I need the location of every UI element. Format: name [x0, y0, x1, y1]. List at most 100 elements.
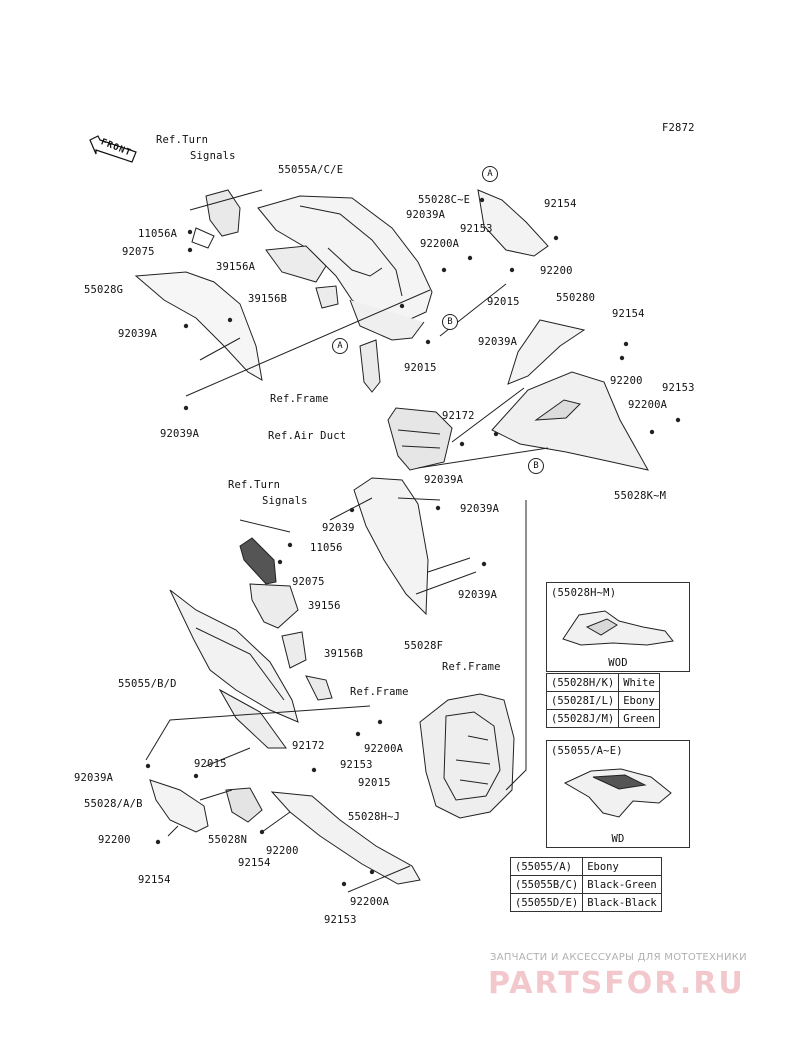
part-label: 92200A — [628, 399, 668, 411]
inset-wod-caption: (55028H~M) — [551, 587, 617, 599]
inset-wd: (55055/A~E) WD — [546, 740, 690, 848]
color-name: Ebony — [618, 691, 660, 710]
part-label: 92200 — [610, 375, 643, 387]
part-label: 92039A — [460, 503, 500, 515]
part-label: 55028C~E — [418, 194, 471, 206]
lower-cowling — [169, 589, 299, 723]
ref-turn-signals-upper-line2: Signals — [190, 150, 236, 162]
color-name: Black-Green — [582, 875, 662, 894]
color-table-row: (55055/A)Ebony — [509, 857, 662, 876]
part-code: (55055/A) — [509, 857, 584, 876]
inset-wod-title: WOD — [608, 657, 628, 669]
inset-wd-drawing — [563, 768, 672, 818]
ref-turn-signals-lower-line2: Signals — [262, 495, 308, 507]
part-code: (55028J/M) — [545, 709, 620, 728]
pad-39156a — [265, 245, 327, 283]
part-label: 92015 — [487, 296, 520, 308]
part-label: 55028G — [84, 284, 124, 296]
color-name: Green — [618, 709, 660, 728]
part-label: 92039A — [458, 589, 498, 601]
part-label: 92153 — [324, 914, 357, 926]
inner-panel-55028g — [134, 271, 263, 381]
part-label: 92039A — [406, 209, 446, 221]
part-label: 92154 — [238, 857, 271, 869]
color-table-55055: (55055/A)Ebony (55055B/C)Black-Green (55… — [509, 857, 662, 912]
lower-panel-55028ab — [149, 779, 209, 833]
part-label: 55028H~J — [348, 811, 401, 823]
part-label: 92075 — [292, 576, 325, 588]
color-table-row: (55055D/E)Black-Black — [509, 893, 662, 912]
part-label: 92200 — [266, 845, 299, 857]
side-panel-55028km — [491, 371, 649, 471]
pad-39156b-upper — [315, 285, 339, 309]
pad-39156b-lower — [281, 631, 307, 669]
part-label: 39156B — [248, 293, 288, 305]
part-label: 92154 — [138, 874, 171, 886]
turn-signal-lower — [239, 537, 277, 585]
part-label: 92039A — [74, 772, 114, 784]
part-label: 92015 — [404, 362, 437, 374]
part-label: 92200 — [540, 265, 573, 277]
color-table-row: (55055B/C)Black-Green — [509, 875, 662, 894]
part-label: 55028F — [404, 640, 444, 652]
inset-wod-drawing — [562, 610, 674, 646]
panel-550280 — [507, 319, 586, 385]
pad-39156-lower — [249, 583, 299, 629]
ref-air-duct: Ref.Air Duct — [268, 430, 347, 442]
part-label: 92039A — [424, 474, 464, 486]
bracket-55028n — [225, 787, 263, 823]
ref-frame-upper: Ref.Frame — [270, 393, 329, 405]
inset-wd-title: WD — [611, 833, 625, 845]
part-label: 92039A — [118, 328, 158, 340]
part-label: 92039 — [322, 522, 355, 534]
part-label: 92039A — [478, 336, 518, 348]
belly-pan-55028hj — [270, 791, 421, 885]
part-label: 92200 — [98, 834, 131, 846]
part-label: 92153 — [662, 382, 695, 394]
ref-frame-lower: Ref.Frame — [350, 686, 409, 698]
ref-turn-signals-lower-line1: Ref.Turn — [228, 479, 281, 491]
diagram-id: F2872 — [662, 122, 695, 134]
part-label: 55028/A/B — [84, 798, 143, 810]
part-label: 11056 — [310, 542, 343, 554]
ref-turn-signals-upper-line1: Ref.Turn — [156, 134, 209, 146]
inset-wd-caption: (55055/A~E) — [551, 745, 623, 757]
color-table-55028: (55028H/K)White (55028I/L)Ebony (55028J/… — [545, 673, 660, 728]
color-name: White — [618, 673, 660, 692]
part-label: 39156 — [308, 600, 341, 612]
part-label: 92015 — [194, 758, 227, 770]
front-direction-arrow: FRONT — [88, 134, 140, 164]
panel-55028f — [353, 477, 429, 616]
color-name: Ebony — [582, 857, 662, 876]
part-label: 55028K~M — [614, 490, 667, 502]
part-label: 55055A/C/E — [278, 164, 344, 176]
part-label: 39156B — [324, 648, 364, 660]
part-label: 92154 — [544, 198, 577, 210]
part-code: (55028H/K) — [545, 673, 620, 692]
part-label: 92015 — [358, 777, 391, 789]
part-label: 92172 — [442, 410, 475, 422]
watermark-tagline: ЗАПЧАСТИ И АКСЕССУАРЫ ДЛЯ МОТОТЕХНИКИ — [490, 952, 747, 963]
watermark-logo: PARTSFOR.RU — [488, 966, 745, 1001]
part-label: 92200A — [350, 896, 390, 908]
part-label: 92200A — [364, 743, 404, 755]
callout-b-upper: B — [442, 314, 458, 330]
inset-wod: (55028H~M) WOD — [546, 582, 690, 672]
part-label: 92154 — [612, 308, 645, 320]
part-label: 92075 — [122, 246, 155, 258]
callout-a-lower: A — [332, 338, 348, 354]
callout-b-lower: B — [528, 458, 544, 474]
part-label: 55028N — [208, 834, 248, 846]
color-table-row: (55028J/M)Green — [545, 709, 660, 728]
part-label: 39156A — [216, 261, 256, 273]
part-label: 92039A — [160, 428, 200, 440]
part-label: 92153 — [340, 759, 373, 771]
air-duct — [387, 407, 453, 471]
color-name: Black-Black — [582, 893, 662, 912]
part-code: (55055B/C) — [509, 875, 584, 894]
turn-signal-bracket-upper — [205, 189, 241, 237]
part-label: 550280 — [556, 292, 596, 304]
part-label: 55055/B/D — [118, 678, 177, 690]
